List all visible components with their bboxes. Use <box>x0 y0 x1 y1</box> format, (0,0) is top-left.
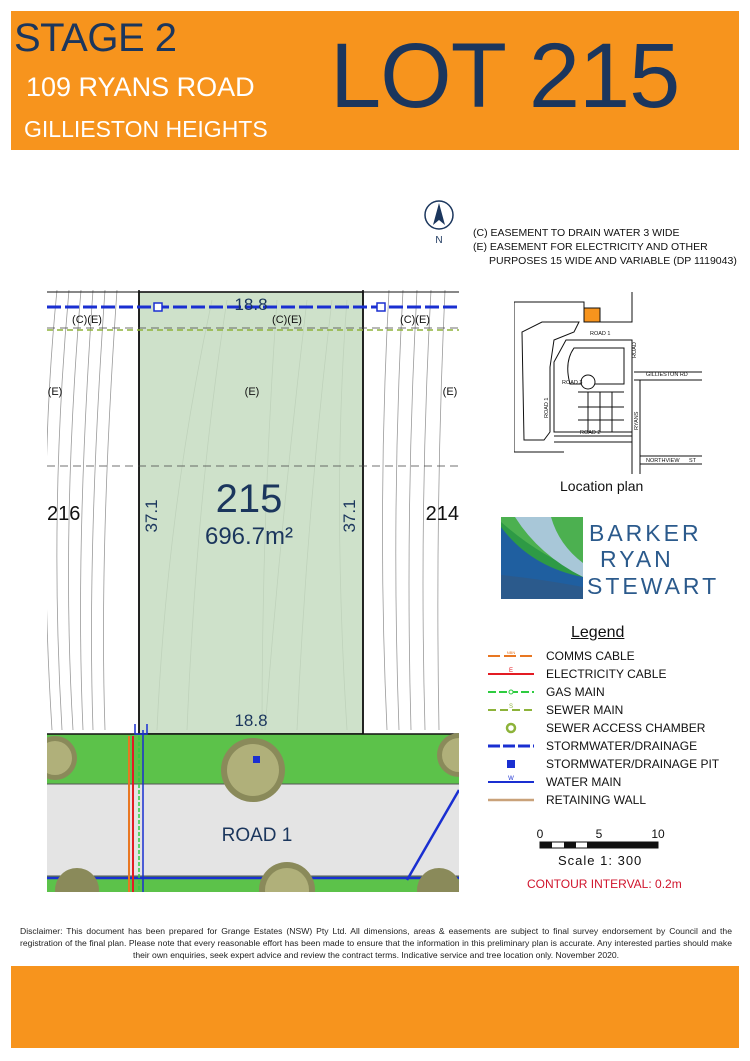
e-label: (E) <box>443 386 458 398</box>
location-plan-caption: Location plan <box>560 478 644 494</box>
retaining-wall-icon <box>488 798 534 802</box>
svg-text:S: S <box>509 704 513 710</box>
legend-label: GAS MAIN <box>546 685 605 699</box>
neighbour-lot-216: 216 <box>47 503 80 525</box>
svg-text:W: W <box>508 776 514 782</box>
loc-road-label: ROAD 1 <box>544 398 550 418</box>
legend-item: SEWER ACCESS CHAMBER <box>486 719 719 737</box>
legend-item: S SEWER MAIN <box>486 701 719 719</box>
note-line: PURPOSES 15 WIDE AND VARIABLE (DP 111904… <box>489 255 737 267</box>
drainage-pit <box>153 302 163 312</box>
legend-item: STORMWATER/DRAINAGE PIT <box>486 755 719 773</box>
lot-area-label: 696.7m² <box>205 523 293 550</box>
legend-label: RETAINING WALL <box>546 793 647 807</box>
contour-interval: CONTOUR INTERVAL: 0.2m <box>527 877 682 891</box>
stormwater-drainage-icon <box>488 744 534 748</box>
depth-left-label: 37.1 <box>142 499 161 532</box>
loc-road-label: RYANS <box>634 411 640 430</box>
legend-label: WATER MAIN <box>546 775 622 789</box>
easement-label: (C)(E) <box>72 314 102 326</box>
loc-road-label: GILLIESTON RD <box>646 372 688 378</box>
street-trees <box>47 733 459 892</box>
scale-tick-label: 0 <box>537 827 544 841</box>
svg-text:NBN: NBN <box>507 650 516 655</box>
legend-label: STORMWATER/DRAINAGE PIT <box>546 757 720 771</box>
logo-text-barker: BARKER <box>589 520 702 546</box>
neighbour-lot-214: 214 <box>426 503 459 525</box>
location-plan-map: ROAD 1 ROAD GILLIESTON RD ROAD 3 ROAD 1 … <box>514 292 702 474</box>
street-address: 109 RYANS ROAD <box>26 72 255 102</box>
loc-road-label: ROAD <box>632 342 638 358</box>
legend-label: STORMWATER/DRAINAGE <box>546 739 698 753</box>
scale-bar: 0 5 10 <box>537 827 665 849</box>
e-label: (E) <box>48 386 63 398</box>
legend-item: GAS MAIN <box>486 683 719 701</box>
legend-label: COMMS CABLE <box>546 649 635 663</box>
stormwater-pit-icon <box>507 760 515 768</box>
logo-text-ryan: RYAN <box>600 546 674 572</box>
legend-item: STORMWATER/DRAINAGE <box>486 737 719 755</box>
north-label: N <box>435 235 442 246</box>
e-label: (E) <box>245 386 260 398</box>
header-banner <box>11 11 739 150</box>
legend-item: E ELECTRICITY CABLE <box>486 665 719 683</box>
lot-plan: 18.8 (C)(E) (C)(E) (C)(E) (E) (E) (E) 21… <box>47 290 459 892</box>
legend-label: SEWER MAIN <box>546 703 624 717</box>
legend-item: RETAINING WALL <box>486 791 719 809</box>
loc-road-label: ROAD 1 <box>590 331 610 337</box>
footer-banner <box>11 966 739 1048</box>
legend-label: ELECTRICITY CABLE <box>546 667 667 681</box>
depth-right-label: 37.1 <box>340 499 359 532</box>
drainage-pit <box>376 302 386 312</box>
loc-road-label: ST <box>689 458 697 464</box>
loc-road-label: ROAD 3 <box>562 380 582 386</box>
frontage-bottom-label: 18.8 <box>234 711 267 730</box>
stage-title: STAGE 2 <box>14 16 177 60</box>
subject-lot-marker <box>583 307 601 323</box>
gas-main-icon <box>488 689 534 695</box>
frontage-top-label: 18.8 <box>234 295 267 314</box>
easement-label: (C)(E) <box>272 314 302 326</box>
legend-label: SEWER ACCESS CHAMBER <box>546 721 706 735</box>
legend: NBN COMMS CABLE E ELECTRICITY CABLE GAS … <box>486 647 719 809</box>
loc-road-label: ROAD 2 <box>580 430 600 436</box>
sewer-access-chamber-icon <box>505 722 517 734</box>
lot-number-label: 215 <box>216 477 283 521</box>
easement-notes: (C) EASEMENT TO DRAIN WATER 3 WIDE (E) E… <box>473 226 737 268</box>
easement-label: (C)(E) <box>400 314 430 326</box>
water-main-icon: W <box>488 776 534 783</box>
road-label: ROAD 1 <box>222 825 293 846</box>
sewer-main-icon: S <box>488 704 534 711</box>
scale-label: Scale 1: 300 <box>558 853 643 868</box>
lot-title: LOT 215 <box>330 25 680 127</box>
disclaimer: Disclaimer: This document has been prepa… <box>20 926 732 960</box>
legend-item: NBN COMMS CABLE <box>486 647 719 665</box>
electricity-cable-icon: E <box>488 668 534 675</box>
scale-tick-label: 5 <box>596 827 603 841</box>
svg-text:E: E <box>509 668 513 674</box>
loc-road-label: NORTHVIEW <box>646 458 680 464</box>
note-line: (C) EASEMENT TO DRAIN WATER 3 WIDE <box>473 227 680 239</box>
north-arrow-icon: N <box>424 200 454 246</box>
suburb-name: GILLIESTON HEIGHTS <box>24 116 268 142</box>
legend-title: Legend <box>571 624 625 641</box>
legend-item: W WATER MAIN <box>486 773 719 791</box>
scale-tick-label: 10 <box>651 827 665 841</box>
note-line: (E) EASEMENT FOR ELECTRICITY AND OTHER <box>473 241 708 253</box>
logo-text-stewart: STEWART <box>587 573 720 599</box>
barker-ryan-stewart-logo <box>501 517 583 599</box>
comms-cable-icon: NBN <box>488 650 534 657</box>
